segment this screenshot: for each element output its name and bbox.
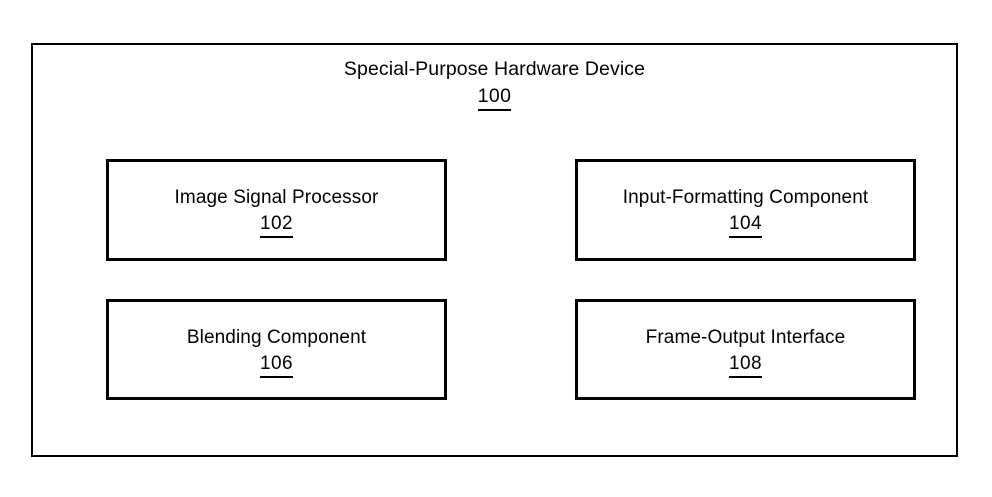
component-reference-number: 108 [729, 352, 762, 378]
component-text-block: Blending Component 106 [109, 326, 444, 378]
component-text-block: Image Signal Processor 102 [109, 186, 444, 238]
component-box-frame-output-interface: Frame-Output Interface 108 [575, 299, 916, 400]
component-box-input-formatting-component: Input-Formatting Component 104 [575, 159, 916, 261]
component-reference-wrap: 102 [109, 212, 444, 238]
special-purpose-hardware-device-container: Special-Purpose Hardware Device 100 Imag… [31, 43, 958, 457]
figure-title-block: Special-Purpose Hardware Device 100 [33, 57, 956, 111]
figure-reference-number: 100 [477, 84, 512, 111]
page-title: Special-Purpose Hardware Device [343, 58, 646, 80]
figure-reference-wrap: 100 [33, 84, 956, 111]
component-reference-number: 104 [729, 212, 762, 238]
component-label: Image Signal Processor [174, 187, 379, 208]
component-label: Blending Component [186, 327, 367, 348]
component-label: Frame-Output Interface [645, 327, 846, 348]
component-text-block: Frame-Output Interface 108 [578, 326, 913, 378]
component-reference-wrap: 106 [109, 352, 444, 378]
component-box-image-signal-processor: Image Signal Processor 102 [106, 159, 447, 261]
component-reference-number: 102 [260, 212, 293, 238]
component-reference-wrap: 104 [578, 212, 913, 238]
component-reference-number: 106 [260, 352, 293, 378]
component-text-block: Input-Formatting Component 104 [578, 186, 913, 238]
component-reference-wrap: 108 [578, 352, 913, 378]
component-label: Input-Formatting Component [622, 187, 869, 208]
component-box-blending-component: Blending Component 106 [106, 299, 447, 400]
